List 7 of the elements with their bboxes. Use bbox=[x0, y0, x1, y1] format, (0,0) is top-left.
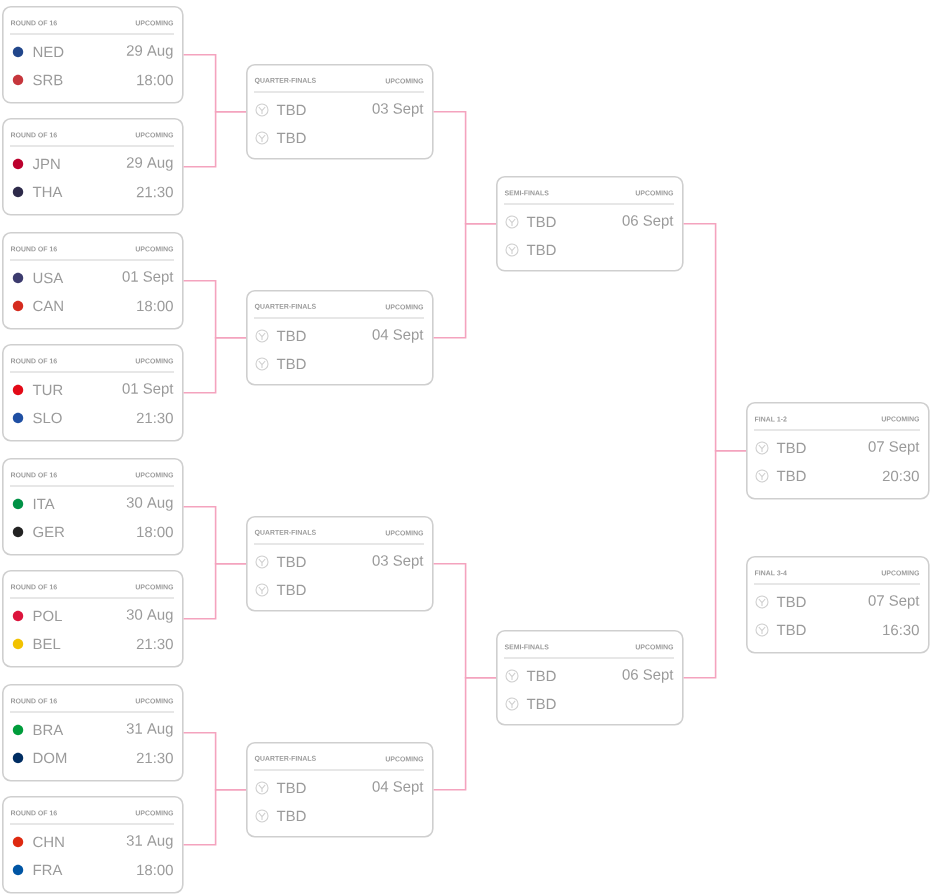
connector-line bbox=[432, 677, 497, 791]
connector-line bbox=[182, 789, 247, 846]
connector-line bbox=[182, 563, 247, 620]
connector-line bbox=[182, 337, 247, 394]
connector-line bbox=[432, 223, 497, 339]
connector-line bbox=[182, 111, 247, 168]
connector-line bbox=[682, 449, 747, 679]
